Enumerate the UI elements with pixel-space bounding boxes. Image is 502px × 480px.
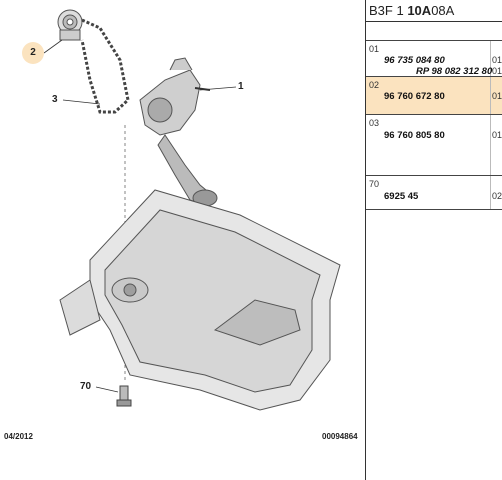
callout-70: 70 xyxy=(80,381,92,392)
part-qty: 01 xyxy=(491,130,502,140)
part-number: 6925 45 xyxy=(384,191,419,202)
part-number: 96 760 672 80 xyxy=(384,91,445,102)
diagram-panel: 2 3 1 70 04/2012 00094864 xyxy=(4,9,358,441)
vehicle-code-header: B3F 1 10A08A xyxy=(366,0,502,22)
part-qty: 02 xyxy=(491,191,502,201)
chain-drawing xyxy=(80,18,130,114)
footer-reference: 00094864 xyxy=(322,432,358,441)
replacement-part-number: RP 98 082 312 80 xyxy=(416,66,493,77)
part-index: 01 xyxy=(369,44,380,54)
part-qty: 01 xyxy=(491,91,502,101)
part-row-01[interactable]: 01 96 735 084 80 01 RP 98 082 312 80 01 xyxy=(366,40,502,77)
callout-2: 2 xyxy=(22,42,44,64)
parts-list-panel: B3F 1 10A08A 01 96 735 084 80 01 RP 98 0… xyxy=(365,0,502,480)
part-index: 70 xyxy=(369,179,380,189)
code-suffix: 08A xyxy=(431,3,455,18)
parts-table: 01 96 735 084 80 01 RP 98 082 312 80 01 … xyxy=(366,40,502,210)
part-index: 03 xyxy=(369,118,380,128)
replacement-part-qty: 01 xyxy=(491,66,502,76)
part-row-70[interactable]: 70 6925 45 02 xyxy=(366,175,502,210)
sprocket-drawing xyxy=(57,9,83,41)
part-number: 96 760 805 80 xyxy=(384,130,445,141)
part-number: 96 735 084 80 xyxy=(384,55,445,66)
code-bold: 10A xyxy=(407,3,432,18)
exploded-parts-diagram xyxy=(43,9,341,411)
callout-1: 1 xyxy=(238,81,244,92)
footer-date: 04/2012 xyxy=(4,432,33,441)
part-qty: 01 xyxy=(491,55,502,65)
part-row-02[interactable]: 02 96 760 672 80 01 xyxy=(366,76,502,114)
code-prefix: B3F xyxy=(369,3,393,18)
code-mid: 1 xyxy=(396,3,404,18)
callout-3: 3 xyxy=(52,94,58,105)
oil-pan-drawing xyxy=(59,189,341,411)
bolt-drawing xyxy=(116,385,132,407)
part-row-03[interactable]: 03 96 760 805 80 01 xyxy=(366,114,502,175)
part-index: 02 xyxy=(369,80,380,90)
oil-pump-drawing xyxy=(139,57,218,207)
